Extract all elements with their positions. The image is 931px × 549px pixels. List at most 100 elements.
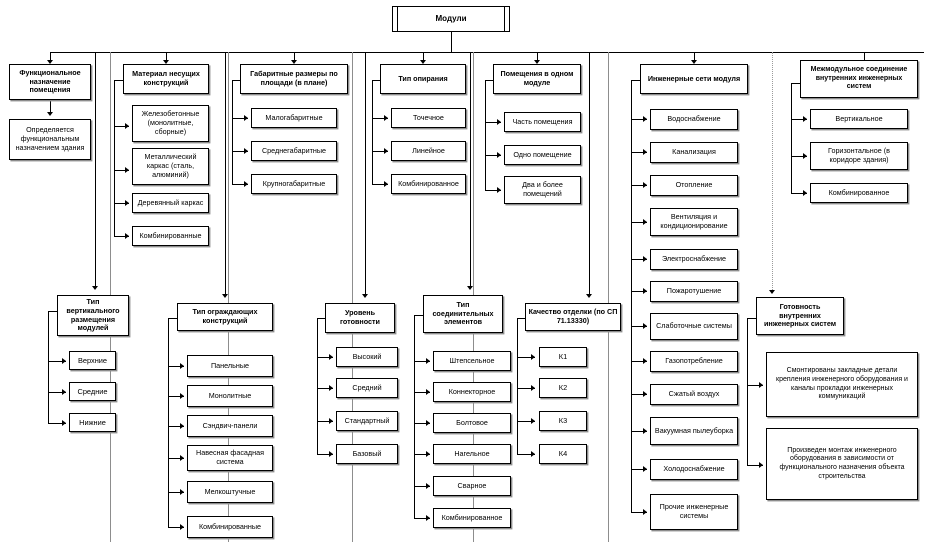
col4-lower-child-3[interactable]: Нагельное [433, 444, 511, 464]
col2-lower-child-2[interactable]: Сэндвич-панели [187, 415, 273, 437]
col2-child-0[interactable]: Железобетонные (монолитные, сборные) [132, 105, 209, 142]
col5-child-0[interactable]: Часть помещения [504, 112, 581, 132]
col7-lower-spine [747, 318, 748, 465]
col2-arrow-1 [125, 167, 129, 173]
col3-lower-child-0[interactable]: Высокий [336, 347, 398, 367]
col2-lower-header[interactable]: Тип ограждающих конструкций [177, 303, 273, 331]
col4-lower-arrow-5 [426, 515, 430, 521]
col7-spine-top [791, 83, 801, 84]
col5-arrow-2 [497, 187, 501, 193]
col1-child-0[interactable]: Определяется функциональным назначением … [9, 119, 91, 160]
col2-child-2[interactable]: Деревянный каркас [132, 193, 209, 213]
arrow-lower-col4 [467, 286, 473, 290]
col6-child-10[interactable]: Холодоснабжение [650, 459, 738, 480]
arrow-col1 [47, 60, 53, 64]
col3-header[interactable]: Габаритные размеры по площади (в плане) [240, 64, 348, 94]
col2-lower-branch-0 [168, 366, 184, 367]
col2-lower-child-0[interactable]: Панельные [187, 355, 273, 377]
arrow-lower-col5 [586, 294, 592, 298]
col4-lower-child-1[interactable]: Коннекторное [433, 382, 511, 402]
col4-branch-1 [372, 151, 388, 152]
col3-lower-header[interactable]: Уровень готовности [325, 303, 395, 333]
col7-child-0[interactable]: Вертикальное [810, 109, 908, 129]
col1-lower-child-2[interactable]: Нижние [69, 413, 116, 432]
col6-child-1[interactable]: Канализация [650, 142, 738, 163]
col6-child-7[interactable]: Газопотребление [650, 351, 738, 372]
col3-arrow-0 [244, 115, 248, 121]
col7-child-2[interactable]: Комбинированное [810, 183, 908, 203]
col7-child-1[interactable]: Горизонтальное (в коридоре здания) [810, 142, 908, 170]
col7-header[interactable]: Межмодульное соединение внутренних инжен… [800, 60, 918, 98]
col6-child-5[interactable]: Пожаротушение [650, 281, 738, 302]
col3-lower-spine-top [317, 318, 327, 319]
col2-branch-3 [114, 236, 129, 237]
col1-lower-child-1[interactable]: Средние [69, 382, 116, 401]
col6-branch-8 [631, 394, 647, 395]
col5-header[interactable]: Помещения в одном модуле [493, 64, 581, 94]
col2-header[interactable]: Материал несущих конструкций [123, 64, 209, 94]
col4-lower-child-0[interactable]: Штепсельное [433, 351, 511, 371]
col2-child-1[interactable]: Металлический каркас (сталь, алюминий) [132, 148, 209, 185]
col6-child-6[interactable]: Слаботочные системы [650, 313, 738, 340]
col5-spine [485, 80, 486, 190]
col2-arrow-2 [125, 200, 129, 206]
col1-lower-branch-0 [48, 361, 66, 362]
col4-arrow-2 [384, 181, 388, 187]
col3-lower-child-3[interactable]: Базовый [336, 444, 398, 464]
col2-lower-spine-top [168, 318, 178, 319]
col2-lower-child-4[interactable]: Мелкоштучные [187, 481, 273, 503]
col6-child-4[interactable]: Электроснабжение [650, 249, 738, 270]
col6-child-8[interactable]: Сжатый воздух [650, 384, 738, 405]
col3-child-2[interactable]: Крупногабаритные [251, 174, 337, 194]
col6-header[interactable]: Инженерные сети модуля [640, 64, 748, 94]
col6-child-11[interactable]: Прочие инженерные системы [650, 494, 738, 530]
col7-lower-child-0[interactable]: Смонтированы закладные детали крепления … [766, 352, 918, 417]
col2-lower-child-3[interactable]: Навесная фасадная система [187, 445, 273, 471]
col4-child-1[interactable]: Линейное [391, 141, 466, 161]
col6-child-2[interactable]: Отопление [650, 175, 738, 196]
col3-child-1[interactable]: Среднегабаритные [251, 141, 337, 161]
main-bus [50, 52, 924, 53]
col6-child-9[interactable]: Вакуумная пылеуборка [650, 417, 738, 445]
col7-lower-child-1[interactable]: Произведен монтаж инженерного оборудован… [766, 428, 918, 500]
col5-lower-header[interactable]: Качество отделки (по СП 71.13330) [525, 303, 621, 331]
col1-lower-header[interactable]: Тип вертикального размещения модулей [57, 295, 129, 336]
col1-header[interactable]: Функциональное назначение помещения [9, 64, 91, 100]
col3-lower-child-1[interactable]: Средний [336, 378, 398, 398]
col4-lower-child-2[interactable]: Болтовое [433, 413, 511, 433]
col3-branch-0 [232, 118, 248, 119]
col5-lower-child-3[interactable]: К4 [539, 444, 587, 464]
col3-lower-spine [317, 318, 318, 454]
col4-header[interactable]: Тип опирания [380, 64, 466, 94]
col6-child-3[interactable]: Вентиляция и кондиционирование [650, 208, 738, 236]
col3-spine [232, 80, 233, 184]
col5-lower-child-2[interactable]: К3 [539, 411, 587, 431]
col4-spine-top [372, 80, 382, 81]
col7-lower-branch-0 [747, 385, 763, 386]
col4-child-0[interactable]: Точечное [391, 108, 466, 128]
col6-child-0[interactable]: Водоснабжение [650, 109, 738, 130]
col2-lower-arrow-4 [180, 489, 184, 495]
col2-child-3[interactable]: Комбинированные [132, 226, 209, 246]
col2-lower-child-1[interactable]: Монолитные [187, 385, 273, 407]
root-node-moduli[interactable]: Модули [392, 6, 510, 32]
col6-arrow-2 [643, 182, 647, 188]
col2-lower-child-5[interactable]: Комбинированные [187, 516, 273, 538]
col3-lower-child-2[interactable]: Стандартный [336, 411, 398, 431]
col4-lower-child-5[interactable]: Комбинированное [433, 508, 511, 528]
col5-child-1[interactable]: Одно помещение [504, 145, 581, 165]
col5-lower-child-0[interactable]: К1 [539, 347, 587, 367]
col1-lower-child-0[interactable]: Верхние [69, 351, 116, 370]
col3-child-0[interactable]: Малогабаритные [251, 108, 337, 128]
col5-lower-child-1[interactable]: К2 [539, 378, 587, 398]
col4-branch-0 [372, 118, 388, 119]
col5-arrow-0 [497, 119, 501, 125]
col7-lower-header[interactable]: Готовность внутренних инженерных систем [756, 297, 844, 335]
col3-lower-arrow-1 [329, 385, 333, 391]
col4-child-2[interactable]: Комбинированное [391, 174, 466, 194]
col1-header-stem [50, 100, 51, 114]
col4-lower-header[interactable]: Тип соединительных элементов [423, 295, 503, 333]
col5-child-2[interactable]: Два и более помещений [504, 176, 581, 204]
col6-branch-1 [631, 152, 647, 153]
col4-lower-child-4[interactable]: Сварное [433, 476, 511, 496]
